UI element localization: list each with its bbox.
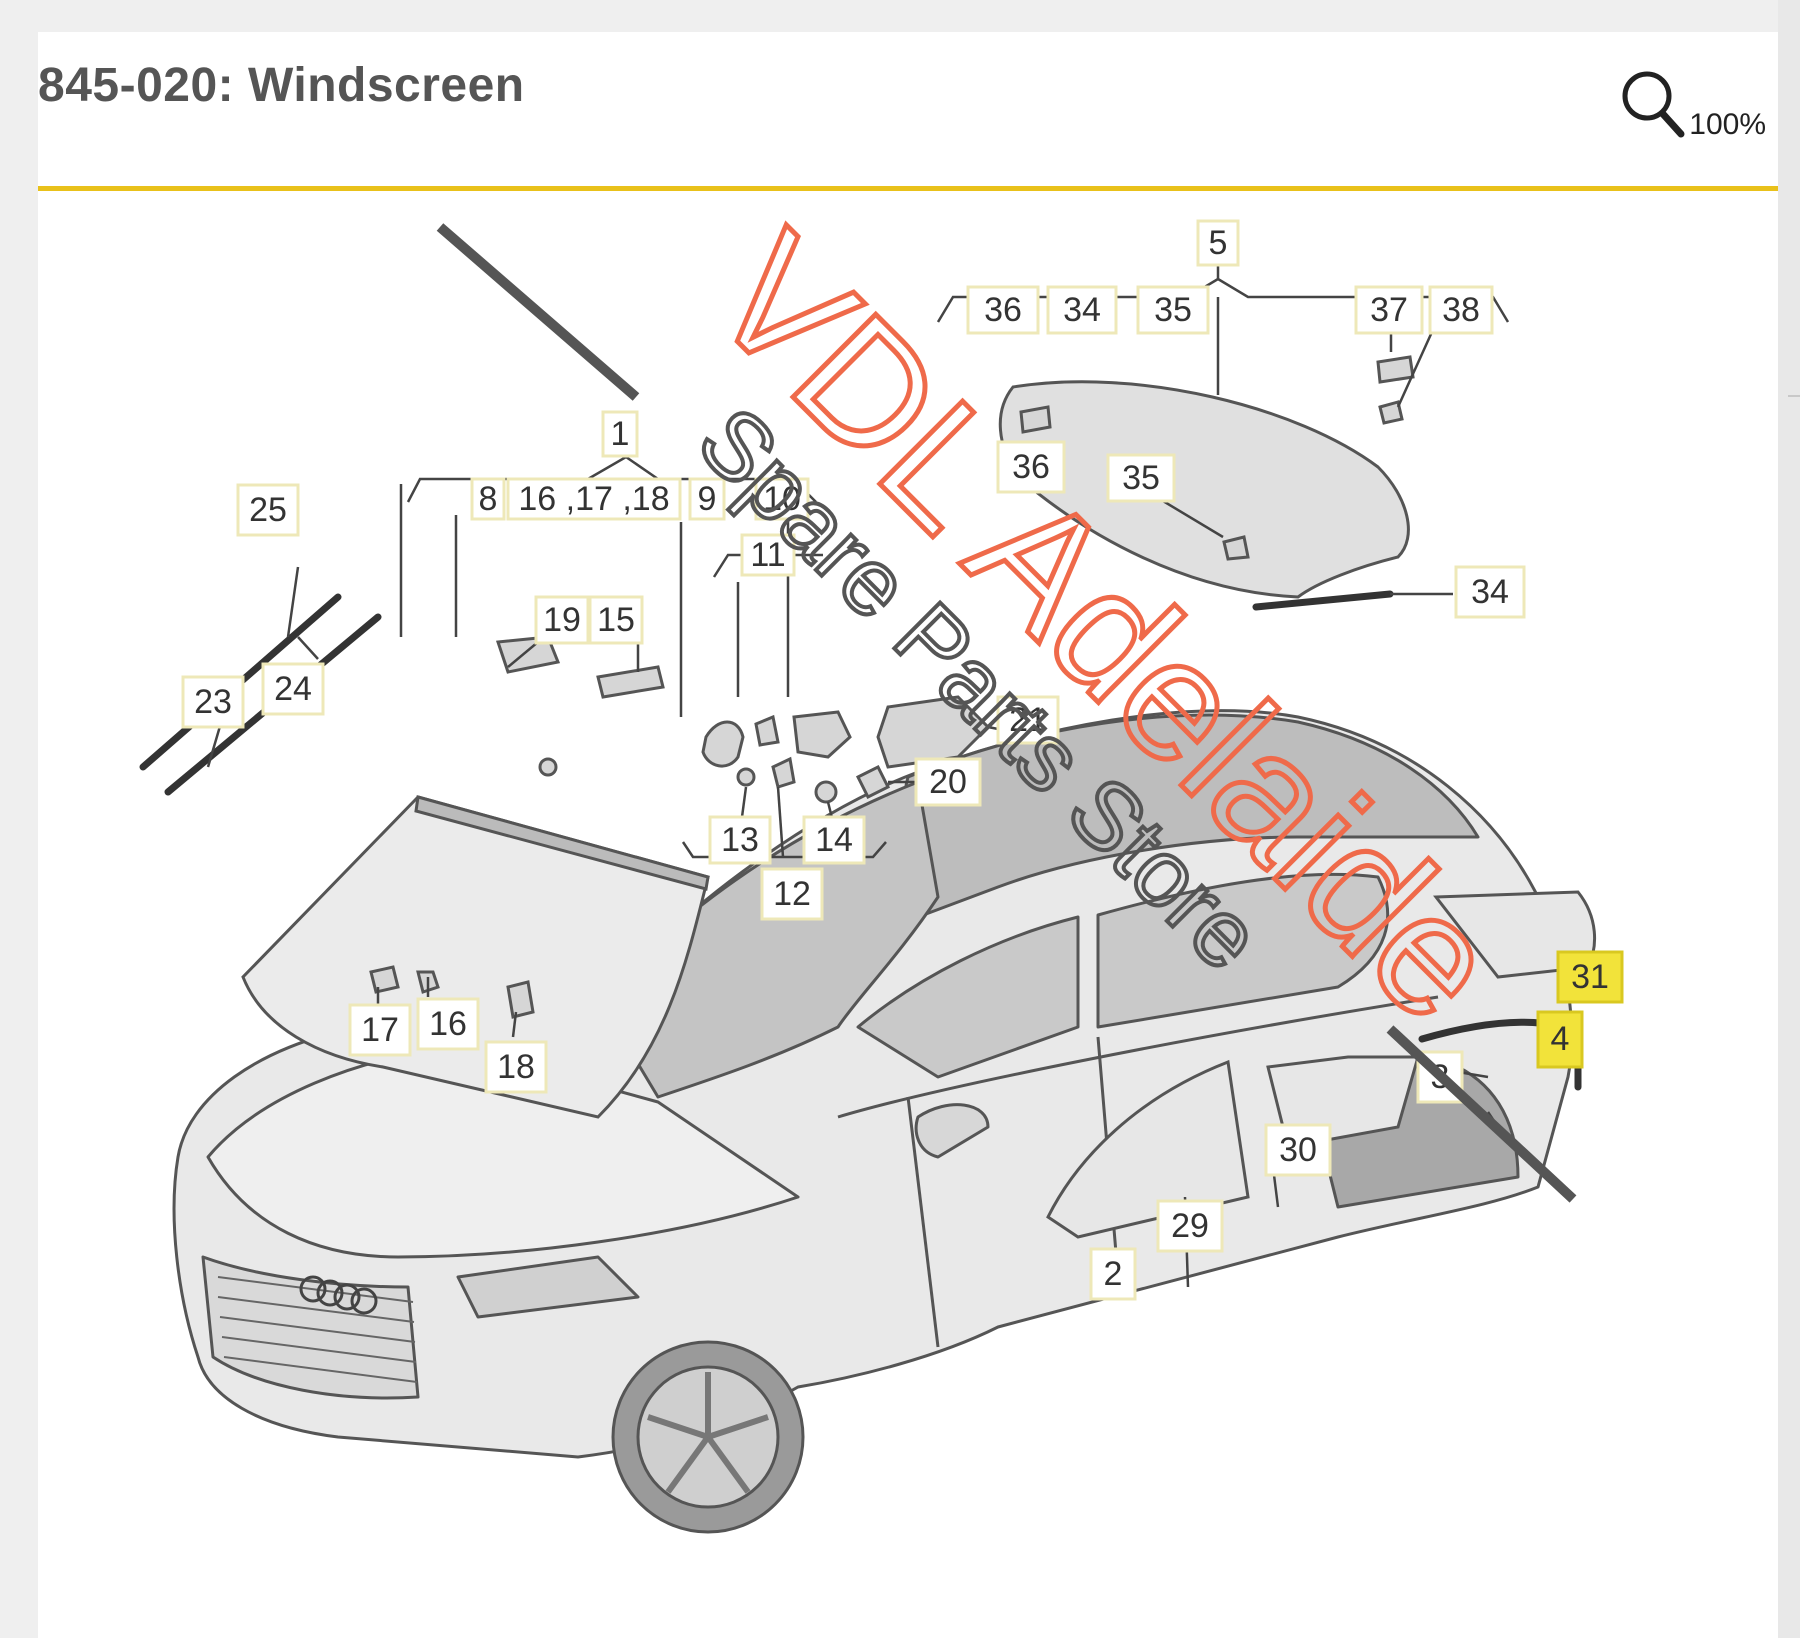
- callout-35-top-text: 35: [1154, 291, 1192, 329]
- callout-9-text: 9: [698, 480, 717, 518]
- callout-30[interactable]: 30: [1264, 1123, 1332, 1177]
- callout-1[interactable]: 1: [601, 410, 639, 458]
- callout-37-text: 37: [1370, 291, 1408, 329]
- callout-labels: 1 8 16 ,17 ,18 9 10 11 5 36 34 35 37 38 …: [181, 219, 1624, 1301]
- callout-5[interactable]: 5: [1196, 219, 1240, 267]
- callout-4-text: 4: [1551, 1020, 1570, 1058]
- callout-16-text: 16: [429, 1005, 467, 1043]
- callout-1-text: 1: [611, 415, 630, 453]
- callout-14-text: 14: [815, 821, 853, 859]
- callout-36-mid[interactable]: 36: [996, 440, 1066, 494]
- callout-8[interactable]: 8: [470, 477, 506, 521]
- callout-19[interactable]: 19: [534, 595, 590, 645]
- callout-36-top[interactable]: 36: [966, 285, 1040, 335]
- callout-19-text: 19: [543, 601, 581, 639]
- callout-35-mid[interactable]: 35: [1106, 453, 1176, 503]
- callout-16-17-18-text: 16 ,17 ,18: [518, 480, 669, 518]
- callout-18[interactable]: 18: [484, 1040, 548, 1094]
- callout-13[interactable]: 13: [708, 815, 772, 865]
- callout-18-text: 18: [497, 1048, 535, 1086]
- zoom-level: 100%: [1689, 108, 1766, 141]
- scrollbar-track[interactable]: [1778, 0, 1800, 1638]
- callout-8-text: 8: [479, 480, 498, 518]
- small-parts: [369, 355, 1415, 1201]
- callout-36-mid-text: 36: [1012, 448, 1050, 486]
- callout-21-text: 21: [1009, 701, 1047, 739]
- callout-34-right[interactable]: 34: [1454, 565, 1526, 619]
- callout-17[interactable]: 17: [348, 1003, 412, 1057]
- page-title: 845-020: Windscreen: [38, 59, 525, 112]
- callout-23[interactable]: 23: [181, 675, 245, 729]
- callout-35-top[interactable]: 35: [1136, 285, 1210, 335]
- callout-34-top-text: 34: [1063, 291, 1101, 329]
- callout-24[interactable]: 24: [261, 662, 325, 716]
- callout-4[interactable]: 4: [1536, 1010, 1584, 1069]
- callout-30-text: 30: [1279, 1131, 1317, 1169]
- callout-13-text: 13: [721, 821, 759, 859]
- callout-20[interactable]: 20: [914, 757, 982, 807]
- callout-10[interactable]: 10: [754, 477, 810, 521]
- callout-24-text: 24: [274, 670, 312, 708]
- callout-10-text: 10: [763, 480, 801, 518]
- car-illustration: [172, 709, 1574, 1534]
- magnifier-icon: [1622, 71, 1685, 138]
- callout-21[interactable]: 21: [996, 695, 1060, 745]
- callout-14[interactable]: 14: [802, 815, 866, 865]
- callout-38[interactable]: 38: [1428, 285, 1494, 335]
- header-divider: [38, 186, 1778, 191]
- exploded-parts-diagram: 1 8 16 ,17 ,18 9 10 11 5 36 34 35 37 38 …: [139, 197, 1624, 1534]
- parts-diagram-panel: 845-020: Windscreen 100%: [38, 32, 1778, 1638]
- callout-35-mid-text: 35: [1122, 459, 1160, 497]
- callout-20-text: 20: [929, 763, 967, 801]
- callout-5-text: 5: [1209, 224, 1228, 262]
- callout-38-text: 38: [1442, 291, 1480, 329]
- callout-37[interactable]: 37: [1354, 285, 1424, 335]
- callout-29-text: 29: [1171, 1207, 1209, 1245]
- callout-15[interactable]: 15: [588, 595, 644, 645]
- callout-25-text: 25: [249, 491, 287, 529]
- callout-34-top[interactable]: 34: [1046, 285, 1118, 335]
- callout-36-top-text: 36: [984, 291, 1022, 329]
- watermark-slash-bottom: [1386, 1025, 1577, 1203]
- callout-17-text: 17: [361, 1011, 399, 1049]
- callout-12[interactable]: 12: [760, 867, 824, 921]
- callout-29[interactable]: 29: [1156, 1199, 1224, 1253]
- watermark-slash-top: [436, 223, 640, 401]
- callout-12-text: 12: [773, 875, 811, 913]
- callout-23-text: 23: [194, 683, 232, 721]
- callout-2[interactable]: 2: [1089, 1247, 1137, 1301]
- callout-16-17-18[interactable]: 16 ,17 ,18: [506, 477, 682, 521]
- callout-16[interactable]: 16: [416, 997, 480, 1051]
- callout-11[interactable]: 11: [740, 533, 796, 577]
- scrollbar-mark: [1788, 395, 1800, 397]
- callout-34-right-text: 34: [1471, 573, 1509, 611]
- callout-31-text: 31: [1571, 958, 1609, 996]
- zoom-control[interactable]: 100%: [1619, 68, 1766, 140]
- callout-15-text: 15: [597, 601, 635, 639]
- callout-2-text: 2: [1104, 1255, 1123, 1293]
- callout-11-text: 11: [750, 536, 785, 574]
- callout-31[interactable]: 31: [1556, 950, 1624, 1004]
- callout-9[interactable]: 9: [688, 477, 726, 521]
- callout-25[interactable]: 25: [236, 483, 300, 537]
